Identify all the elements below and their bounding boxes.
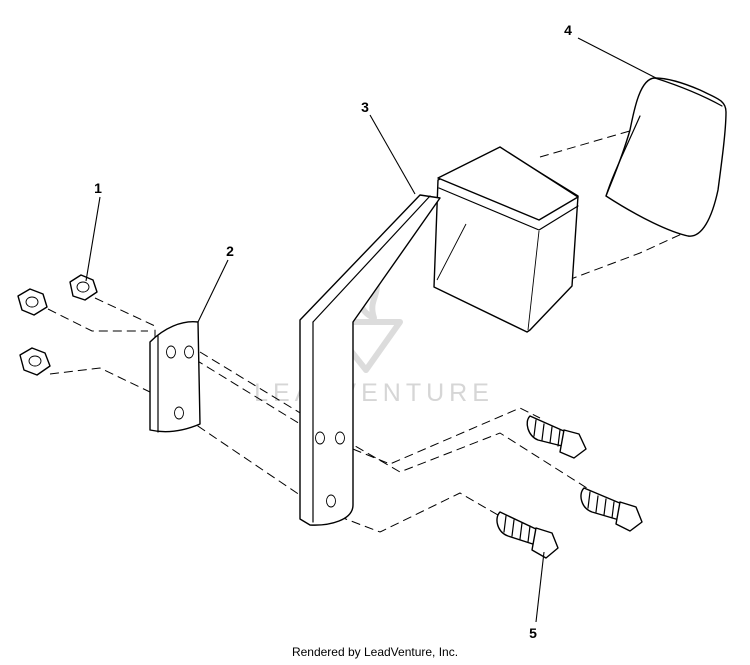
leader-5 bbox=[535, 551, 545, 623]
end-cap-front-edge bbox=[605, 115, 641, 197]
bolt-1-thread bbox=[533, 419, 561, 447]
bolt-2-head bbox=[615, 501, 643, 532]
assembly-lines bbox=[47, 123, 687, 533]
part-bolt-2 bbox=[580, 487, 643, 532]
bracket-hole-1 bbox=[315, 431, 325, 445]
leader-lines bbox=[85, 37, 657, 623]
bracket-inner-edge-right bbox=[527, 230, 540, 331]
bracket-arm-inner-edge bbox=[312, 195, 431, 323]
bolt-3-thread bbox=[503, 515, 531, 543]
centerline-bolt-upper bbox=[182, 351, 541, 465]
callout-2: 2 bbox=[226, 243, 234, 259]
watermark-text: LEADVENTURE bbox=[254, 379, 494, 407]
bracket-inner-edge-left bbox=[436, 223, 467, 281]
end-cap-top-edge bbox=[654, 77, 723, 107]
plate-hole-1 bbox=[166, 345, 176, 359]
bolt-2-thread bbox=[587, 491, 615, 519]
bolt-1-head bbox=[559, 429, 587, 459]
nut-3-bore bbox=[28, 355, 42, 367]
leader-3 bbox=[369, 114, 416, 195]
callout-4: 4 bbox=[564, 22, 572, 38]
nut-2-body bbox=[17, 288, 48, 316]
leader-2 bbox=[197, 259, 229, 323]
callout-labels: 1 2 3 4 5 bbox=[94, 22, 572, 641]
end-cap-body bbox=[605, 77, 727, 237]
part-bolt-1 bbox=[526, 415, 587, 459]
backing-plate-body bbox=[149, 321, 201, 433]
centerline-bolt-lower bbox=[185, 417, 511, 533]
bracket-receiver-top bbox=[437, 146, 579, 221]
nut-1-body bbox=[69, 274, 98, 301]
plate-hole-2 bbox=[184, 345, 194, 359]
render-credit: Rendered by LeadVenture, Inc. bbox=[291, 645, 459, 659]
part-nut-2 bbox=[17, 288, 48, 316]
plate-hole-3 bbox=[174, 406, 184, 420]
centerline-nut-1 bbox=[94, 297, 156, 343]
bracket-arm bbox=[299, 194, 441, 526]
leader-1 bbox=[85, 196, 101, 282]
nut-2-bore bbox=[25, 296, 39, 308]
part-nut-3 bbox=[19, 347, 51, 376]
part-bolt-3 bbox=[496, 511, 559, 559]
bracket-hole-3 bbox=[326, 494, 336, 508]
part-end-cap bbox=[605, 77, 727, 237]
nut-3-body bbox=[19, 347, 51, 376]
callout-1: 1 bbox=[94, 180, 102, 196]
part-nut-1 bbox=[69, 274, 98, 301]
callout-3: 3 bbox=[361, 99, 369, 115]
callout-5: 5 bbox=[529, 625, 537, 641]
centerline-nut-2 bbox=[47, 308, 148, 332]
bolt-3-head bbox=[531, 527, 559, 559]
bracket-top-lip bbox=[438, 187, 579, 231]
centerline-nut-3 bbox=[49, 367, 151, 393]
bracket-hole-2 bbox=[335, 431, 345, 445]
part-backing-plate bbox=[149, 321, 201, 433]
nut-1-bore bbox=[76, 281, 90, 293]
leader-4 bbox=[577, 37, 657, 79]
centerline-cap-lower bbox=[554, 231, 687, 286]
part-hitch-bracket bbox=[299, 146, 579, 526]
watermark-logo: LEADVENTURE bbox=[254, 269, 494, 407]
